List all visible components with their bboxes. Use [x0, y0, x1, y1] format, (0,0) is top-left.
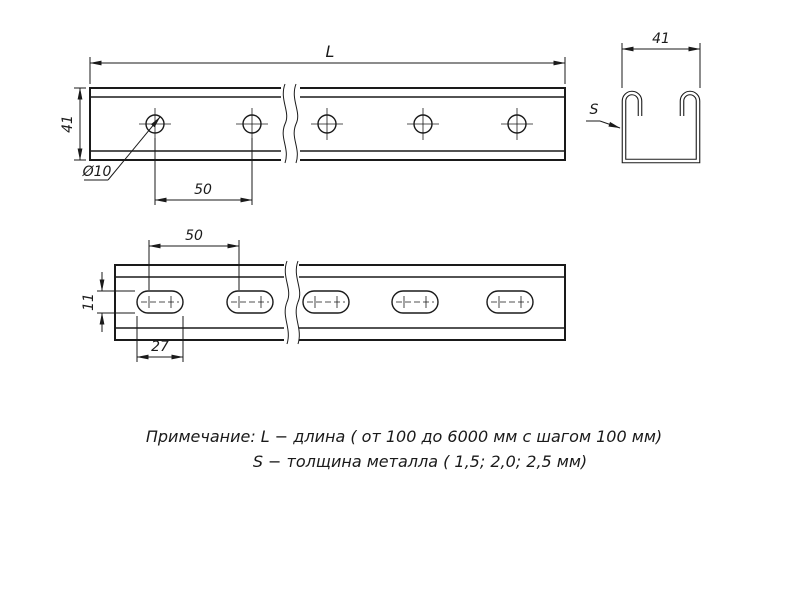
dim-label-height: 41 — [60, 115, 76, 133]
slot — [302, 290, 350, 314]
section-profile-inner — [622, 91, 700, 163]
note-line-2: S − толщина металла ( 1,5; 2,0; 2,5 мм) — [253, 452, 587, 471]
dim-width-41: 41 — [621, 31, 701, 88]
slot — [226, 290, 274, 314]
dim-label-slot-width: 11 — [81, 293, 97, 311]
dim-label-width: 41 — [652, 31, 670, 47]
dim-label-thickness: S — [590, 102, 599, 118]
dim-hole-pitch-50: 50 — [154, 138, 253, 205]
section-view: 41 S — [586, 31, 701, 164]
leader-thickness-S: S — [586, 102, 621, 129]
hole — [311, 108, 343, 140]
slot — [136, 290, 184, 314]
dim-slot-pitch-50: 50 — [148, 228, 240, 290]
front-view-outline — [89, 87, 566, 161]
dim-label-hole-pitch: 50 — [194, 182, 212, 198]
hole-group — [139, 108, 533, 140]
dim-label-hole-diameter: Ø10 — [82, 164, 112, 180]
dim-slot-width-11: 11 — [81, 272, 135, 332]
notes: Примечание: L − длина ( от 100 до 6000 м… — [146, 427, 662, 471]
hole — [236, 108, 268, 140]
dim-length-L: L — [89, 42, 566, 84]
back-view-outline — [114, 264, 566, 341]
dim-label-length: L — [326, 42, 335, 61]
hole — [501, 108, 533, 140]
back-view: 50 11 27 — [81, 228, 566, 362]
break-symbol — [284, 260, 301, 345]
dim-label-slot-length: 27 — [151, 339, 169, 355]
dim-height-41: 41 — [60, 87, 86, 161]
leader-hole-diameter: Ø10 — [82, 116, 161, 181]
break-symbol — [281, 83, 300, 165]
slot — [486, 290, 534, 314]
hole — [407, 108, 439, 140]
slot — [391, 290, 439, 314]
hole — [139, 108, 171, 140]
slot-group — [136, 290, 534, 314]
note-line-1: Примечание: L − длина ( от 100 до 6000 м… — [146, 427, 662, 446]
dim-label-slot-pitch: 50 — [185, 228, 203, 244]
section-profile-outer — [621, 90, 701, 164]
dim-slot-length-27: 27 — [136, 316, 184, 362]
front-view: L 41 Ø10 50 — [60, 42, 566, 205]
